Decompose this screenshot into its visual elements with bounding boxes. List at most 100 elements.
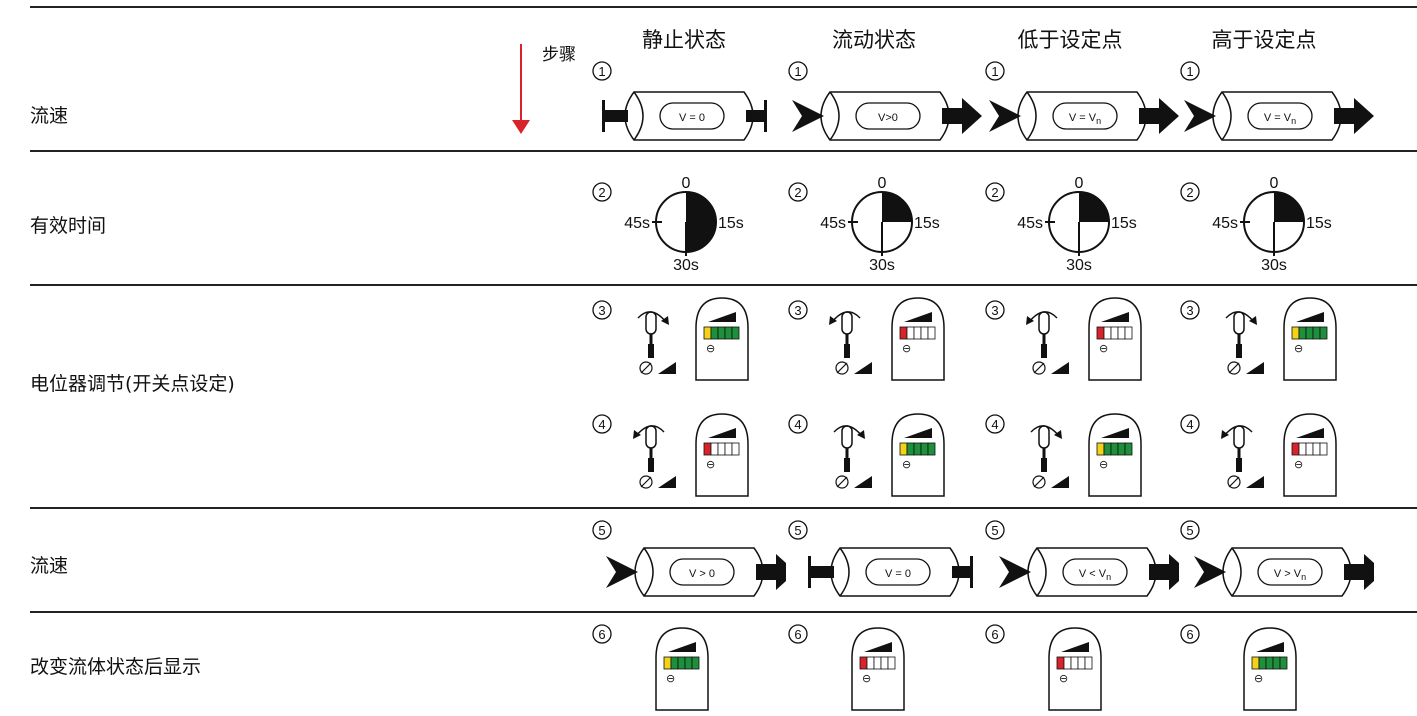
row-label-valid-time: 有效时间 xyxy=(30,215,107,237)
svg-text:30s: 30s xyxy=(1261,257,1287,274)
svg-text:2: 2 xyxy=(794,185,801,200)
step-badge-4-3: 4 xyxy=(1180,414,1200,434)
step-badge-3-0: 3 xyxy=(592,300,612,320)
display-cell-3: 6⊖ xyxy=(1174,618,1374,716)
potentiometer-3-2 xyxy=(1026,311,1069,375)
column-header-above-setpoint: 高于设定点 xyxy=(1211,28,1317,52)
step-badge-6-0: 6 xyxy=(592,624,612,644)
svg-text:15s: 15s xyxy=(718,215,744,232)
svg-text:45s: 45s xyxy=(820,215,846,232)
pipe-top-1: V>0 xyxy=(792,91,982,141)
step-badge-2-1: 2 xyxy=(788,182,808,202)
svg-text:5: 5 xyxy=(794,523,801,538)
pot-cell-4-0: 4⊖ xyxy=(586,408,786,508)
svg-text:2: 2 xyxy=(991,185,998,200)
display-6-2: ⊖ xyxy=(1048,627,1102,711)
step-badge-6-2: 6 xyxy=(985,624,1005,644)
svg-text:5: 5 xyxy=(991,523,998,538)
svg-text:V>0: V>0 xyxy=(878,112,898,124)
step-badge-3-1: 3 xyxy=(788,300,808,320)
svg-text:0: 0 xyxy=(878,176,887,192)
step-badge-4-1: 4 xyxy=(788,414,808,434)
svg-text:5: 5 xyxy=(1186,523,1193,538)
step-badge-5-3: 5 xyxy=(1180,520,1200,540)
svg-text:0: 0 xyxy=(1075,176,1084,192)
pipe-bottom-0: V > 0 xyxy=(606,547,796,597)
svg-text:⊖: ⊖ xyxy=(1254,673,1263,685)
svg-text:⊖: ⊖ xyxy=(1099,459,1108,471)
svg-text:V > 0: V > 0 xyxy=(689,568,715,580)
pipe-bottom-3: V > Vn xyxy=(1194,547,1384,597)
svg-text:⊖: ⊖ xyxy=(902,343,911,355)
pipe-bottom-2: V < Vn xyxy=(999,547,1189,597)
svg-text:15s: 15s xyxy=(914,215,940,232)
column-header-static: 静止状态 xyxy=(642,28,726,52)
svg-text:V = 0: V = 0 xyxy=(885,568,911,580)
flow-cell-top-0: 1 V = 0 xyxy=(586,56,786,150)
svg-text:⊖: ⊖ xyxy=(1294,459,1303,471)
svg-text:1: 1 xyxy=(598,64,605,79)
svg-text:V = Vn: V = Vn xyxy=(1069,112,1101,126)
svg-text:6: 6 xyxy=(1186,627,1193,642)
svg-text:6: 6 xyxy=(794,627,801,642)
potentiometer-3-3 xyxy=(1225,311,1264,375)
step-badge-4-0: 4 xyxy=(592,414,612,434)
display-4-0: ⊖ xyxy=(695,413,749,497)
pipe-top-2: V = Vn xyxy=(989,91,1179,141)
svg-text:⊖: ⊖ xyxy=(1099,343,1108,355)
svg-text:V = 0: V = 0 xyxy=(679,112,705,124)
pot-cell-3-2: 3⊖ xyxy=(979,294,1179,394)
pot-cell-3-0: 3⊖ xyxy=(586,294,786,394)
pipe-top-0: V = 0 xyxy=(602,91,767,141)
display-6-3: ⊖ xyxy=(1243,627,1297,711)
step-arrow-head xyxy=(512,120,530,134)
svg-text:5: 5 xyxy=(598,523,605,538)
row-label-flow-rate: 流速 xyxy=(30,105,69,127)
step-badge-3-2: 3 xyxy=(985,300,1005,320)
step-badge-2-2: 2 xyxy=(985,182,1005,202)
svg-text:⊖: ⊖ xyxy=(706,343,715,355)
display-4-1: ⊖ xyxy=(891,413,945,497)
svg-text:3: 3 xyxy=(794,303,801,318)
svg-text:15s: 15s xyxy=(1111,215,1137,232)
svg-text:0: 0 xyxy=(1270,176,1279,192)
flow-cell-bottom-1: 5 V = 0 xyxy=(782,514,982,612)
row-label-potentiometer: 电位器调节(开关点设定) xyxy=(30,373,235,395)
step-badge-2-3: 2 xyxy=(1180,182,1200,202)
step-badge-1-2: 1 xyxy=(985,61,1005,81)
display-cell-1: 6⊖ xyxy=(782,618,982,716)
display-6-1: ⊖ xyxy=(851,627,905,711)
divider-row1 xyxy=(30,150,1417,152)
svg-text:1: 1 xyxy=(991,64,998,79)
potentiometer-3-1 xyxy=(829,311,872,375)
pipe-top-3: V = Vn xyxy=(1184,91,1374,141)
display-3-2: ⊖ xyxy=(1088,297,1142,381)
column-header-flowing: 流动状态 xyxy=(832,28,916,52)
step-badge-5-2: 5 xyxy=(985,520,1005,540)
step-badge-6-3: 6 xyxy=(1180,624,1200,644)
potentiometer-4-2 xyxy=(1030,425,1069,489)
svg-text:0: 0 xyxy=(682,176,691,192)
svg-text:⊖: ⊖ xyxy=(1294,343,1303,355)
step-badge-2-0: 2 xyxy=(592,182,612,202)
svg-text:⊖: ⊖ xyxy=(706,459,715,471)
svg-text:4: 4 xyxy=(598,417,605,432)
step-badge-1-1: 1 xyxy=(788,61,808,81)
row-label-flow-rate-2: 流速 xyxy=(30,555,69,577)
flow-cell-bottom-0: 5 V > 0 xyxy=(586,514,796,612)
svg-text:3: 3 xyxy=(1186,303,1193,318)
svg-text:⊖: ⊖ xyxy=(1059,673,1068,685)
svg-text:4: 4 xyxy=(1186,417,1193,432)
svg-text:1: 1 xyxy=(1186,64,1193,79)
divider-top xyxy=(30,6,1417,8)
step-badge-6-1: 6 xyxy=(788,624,808,644)
